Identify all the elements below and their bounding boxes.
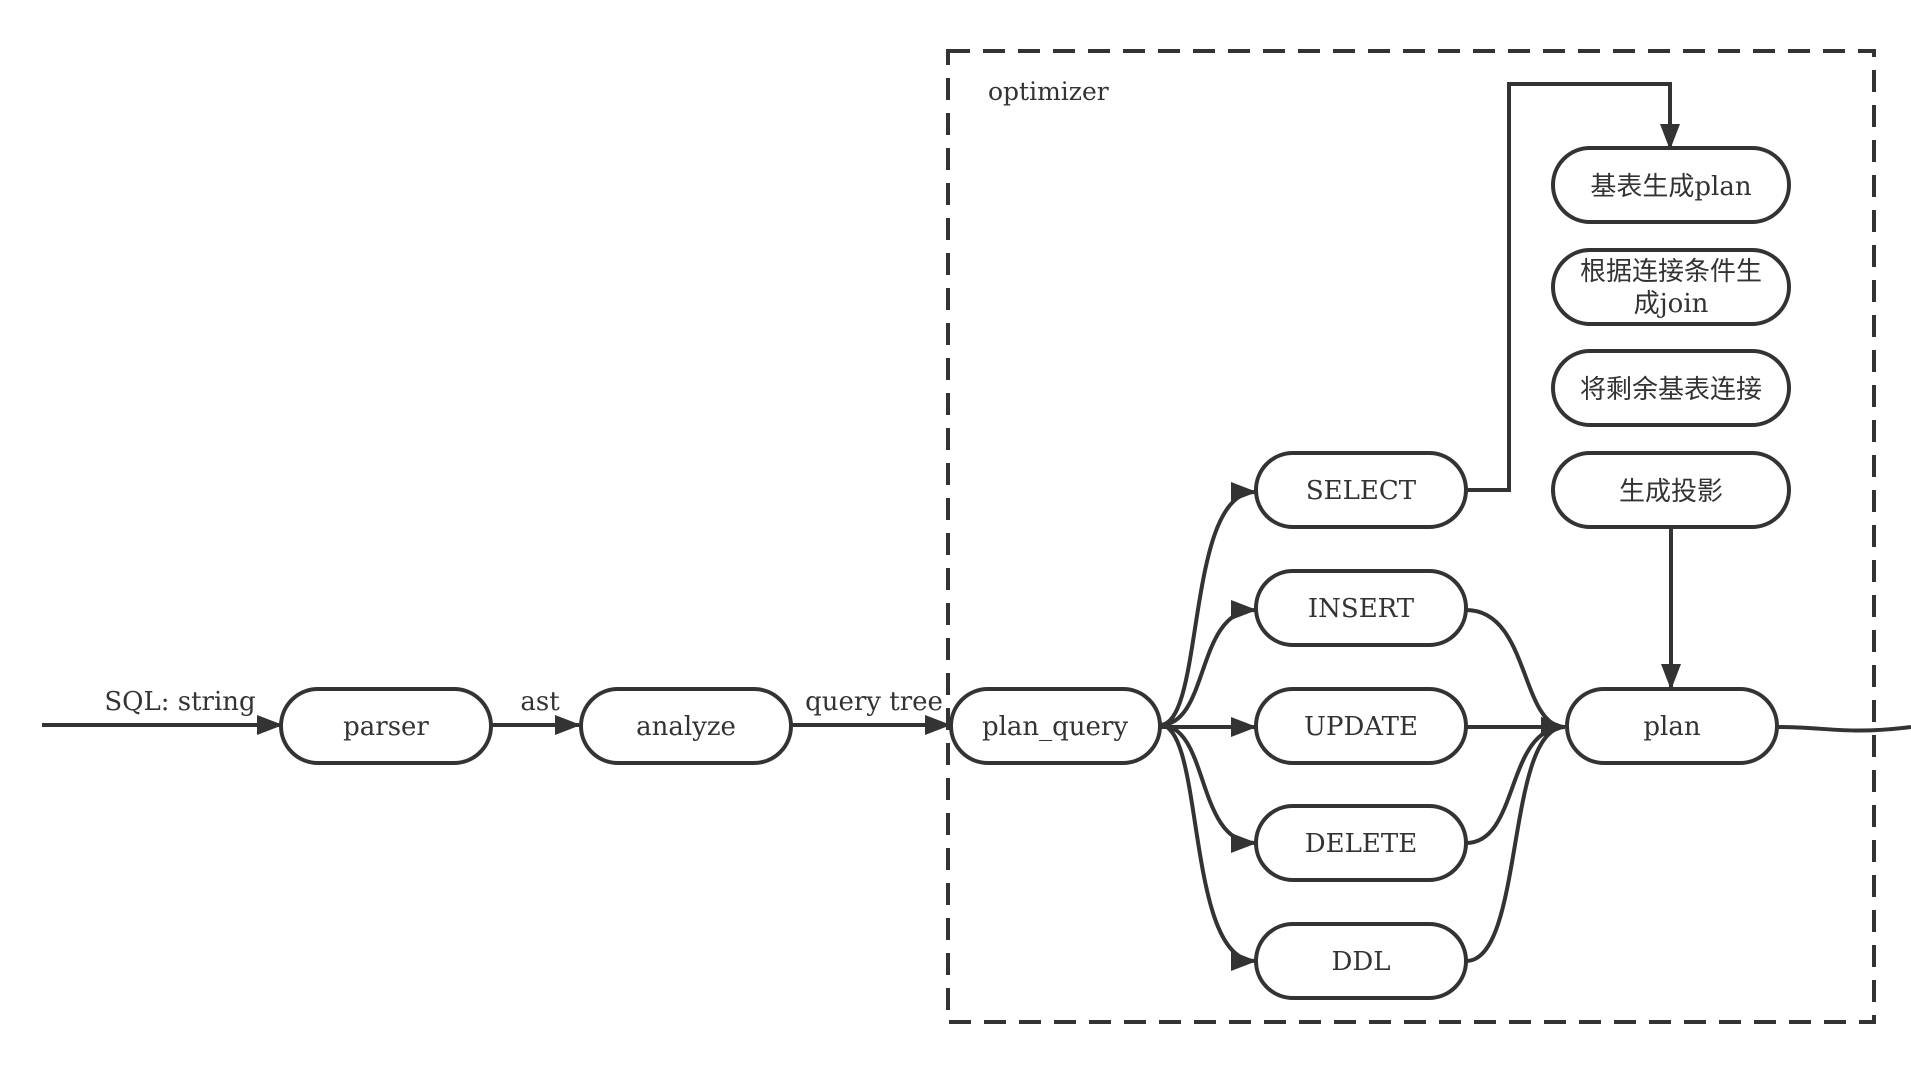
edge-parser-to-analyze: ast	[491, 687, 581, 735]
node-join-by-condition[interactable]: 根据连接条件生 成join	[1551, 248, 1791, 326]
node-insert-label: INSERT	[1308, 594, 1415, 624]
edge-plan-output	[1776, 725, 1911, 733]
edge-ddl-to-plan	[1465, 717, 1567, 963]
input-label: SQL: string	[104, 687, 255, 717]
edge-label-query-tree: query tree	[805, 687, 943, 717]
node-delete[interactable]: DELETE	[1254, 804, 1468, 882]
node-join-line2: 成join	[1634, 289, 1709, 319]
node-plan-query[interactable]: plan_query	[949, 687, 1162, 765]
optimizer-group: optimizer	[946, 49, 1876, 1024]
edge-select-to-base-table-plan	[1466, 82, 1680, 492]
node-analyze-label: analyze	[636, 712, 736, 742]
node-select-label: SELECT	[1306, 476, 1417, 506]
node-connect-rest-label: 将剩余基表连接	[1580, 375, 1762, 405]
node-projection[interactable]: 生成投影	[1551, 451, 1791, 529]
node-parser[interactable]: parser	[279, 687, 493, 765]
node-connect-rest[interactable]: 将剩余基表连接	[1551, 349, 1791, 427]
edge-plan-query-to-select	[1159, 482, 1257, 727]
edge-label-ast: ast	[520, 687, 560, 717]
edge-plan-query-to-insert	[1159, 600, 1257, 727]
node-base-table-plan-label: 基表生成plan	[1590, 172, 1751, 202]
node-analyze[interactable]: analyze	[579, 687, 793, 765]
node-ddl[interactable]: DDL	[1254, 922, 1468, 1000]
node-parser-label: parser	[343, 712, 429, 742]
edge-input-to-parser: SQL: string	[42, 687, 283, 735]
node-join-line1: 根据连接条件生	[1580, 257, 1762, 287]
optimizer-label: optimizer	[988, 77, 1109, 106]
node-select[interactable]: SELECT	[1254, 451, 1468, 529]
edge-plan-query-to-ddl	[1159, 723, 1257, 971]
node-update-label: UPDATE	[1304, 712, 1418, 742]
edge-insert-to-plan	[1465, 608, 1567, 737]
edges-statements-to-plan	[1465, 608, 1567, 963]
node-plan-query-label: plan_query	[982, 712, 1128, 742]
node-ddl-label: DDL	[1332, 947, 1391, 977]
node-projection-label: 生成投影	[1619, 477, 1723, 507]
node-delete-label: DELETE	[1305, 829, 1417, 859]
edges-plan-query-to-statements	[1159, 482, 1257, 971]
edge-analyze-to-plan-query: query tree	[791, 687, 951, 735]
node-update[interactable]: UPDATE	[1254, 687, 1468, 765]
edge-plan-query-to-delete	[1159, 723, 1257, 853]
node-plan-label: plan	[1643, 712, 1700, 742]
node-base-table-plan[interactable]: 基表生成plan	[1551, 146, 1791, 224]
node-insert[interactable]: INSERT	[1254, 569, 1468, 647]
node-plan[interactable]: plan	[1565, 687, 1779, 765]
edge-delete-to-plan	[1465, 717, 1567, 845]
